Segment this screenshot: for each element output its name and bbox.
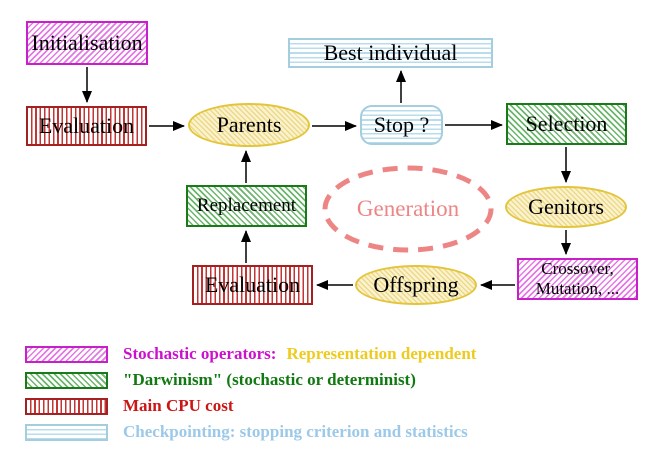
node-initialisation: Initialisation [26, 21, 148, 65]
node-genitors: Genitors [505, 186, 627, 228]
generation-label: Generation [356, 196, 460, 221]
node-selection: Selection [506, 103, 627, 145]
legend-row-darwinism: "Darwinism" (stochastic or determinist) [25, 370, 416, 389]
legend-row-checkpointing: Checkpointing: stopping criterion and st… [25, 422, 468, 441]
node-replacement: Replacement [186, 185, 307, 227]
legend-row-stochastic: Stochastic operators: Representation dep… [25, 344, 477, 363]
node-parents: Parents [188, 103, 310, 147]
legend-swatch-darwinism [25, 371, 108, 389]
node-stop: Stop ? [360, 105, 443, 145]
legend-swatch-stochastic-operators [25, 345, 108, 363]
node-evaluation-top: Evaluation [26, 106, 147, 146]
legend-swatch-cpu-cost [25, 397, 108, 415]
legend-swatch-checkpointing [25, 423, 108, 441]
legend-label-stochastic-operators: Stochastic operators: [123, 344, 277, 363]
legend-row-cpu-cost: Main CPU cost [25, 396, 234, 415]
node-best-individual: Best individual [288, 38, 493, 68]
crossover-label-line2: Mutation, ... [535, 279, 620, 298]
legend-label-darwinism: "Darwinism" (stochastic or determinist) [123, 370, 416, 389]
legend-label-cpu-cost: Main CPU cost [123, 396, 234, 415]
node-offspring: Offspring [355, 265, 477, 305]
legend-label-checkpointing: Checkpointing: stopping criterion and st… [123, 422, 468, 441]
node-evaluation-bottom: Evaluation [192, 265, 313, 305]
legend-label-representation-dependent: Representation dependent [286, 344, 477, 363]
crossover-label-line1: Crossover, [541, 258, 614, 278]
node-crossover-mutation: Crossover, Mutation, ... [517, 258, 638, 300]
